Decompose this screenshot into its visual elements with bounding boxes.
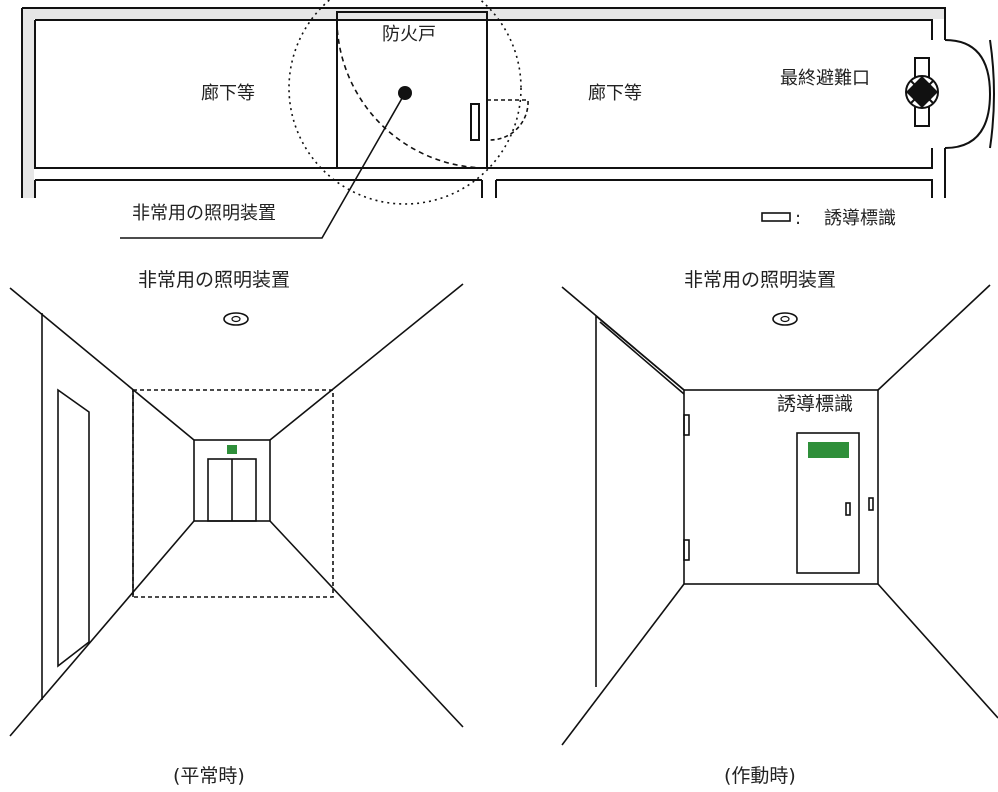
door-side-handle <box>868 497 874 511</box>
small-door-swing <box>487 99 529 141</box>
exit-lamp-icon <box>905 57 939 127</box>
exit-sign-small <box>227 445 237 454</box>
normal-light-label: 非常用の照明装置 <box>138 269 290 291</box>
room-wall-top <box>35 148 946 198</box>
hinge-top <box>683 414 690 436</box>
exit-door-left-leaf <box>944 39 992 149</box>
perspective-line-bl <box>9 520 195 737</box>
wall-band-left <box>23 9 34 198</box>
fire-door-frame <box>336 11 488 169</box>
active-left-wall <box>595 315 685 687</box>
closed-fire-door-wall <box>683 389 879 585</box>
normal-caption: (平常時) <box>173 765 245 787</box>
normal-corridor-view <box>9 283 464 737</box>
perspective-line-tl <box>9 287 195 441</box>
active-sign-label: 誘導標識 <box>777 393 853 415</box>
legend-colon: : <box>795 208 801 229</box>
active-caption: (作動時) <box>724 765 796 787</box>
active-perspective-br <box>877 583 998 719</box>
final-exit-label: 最終避難口 <box>780 68 870 89</box>
exit-door <box>796 432 860 574</box>
corridor-inner-wall <box>34 19 933 169</box>
legend-label: 誘導標識 <box>824 208 896 229</box>
door-swing-arc <box>336 11 488 169</box>
exit-door-right-leaf <box>989 39 995 149</box>
exit-door-handle <box>845 502 851 516</box>
emergency-light-label: 非常用の照明装置 <box>132 203 276 224</box>
corridor-left-label: 廊下等 <box>201 83 255 104</box>
fire-door-dashed-outline <box>132 389 334 598</box>
wall-band-top <box>23 9 944 19</box>
ceiling-light-left-inner <box>231 315 241 323</box>
emergency-light-dot <box>398 86 412 100</box>
light-coverage-circle <box>288 0 522 205</box>
floor-plan <box>21 0 995 239</box>
guide-sign-small <box>470 103 480 141</box>
active-light-label: 非常用の照明装置 <box>684 269 836 291</box>
corridor-outer-wall <box>21 7 946 198</box>
fire-door-label: 防火戸 <box>382 24 436 45</box>
corridor-right-label: 廊下等 <box>588 83 642 104</box>
room-divider <box>481 180 497 198</box>
perspective-line-br <box>269 520 464 728</box>
left-wall-door <box>57 388 90 668</box>
hinge-bottom <box>683 539 690 561</box>
ceiling-light-right-inner <box>780 315 790 323</box>
legend-sign-icon <box>761 212 791 222</box>
exit-sign-green <box>808 442 849 458</box>
active-perspective-bl <box>561 583 685 746</box>
light-leader-line <box>120 92 406 239</box>
perspective-line-tr <box>269 283 464 441</box>
active-perspective-tr <box>877 284 991 391</box>
active-corridor-view <box>561 284 998 746</box>
